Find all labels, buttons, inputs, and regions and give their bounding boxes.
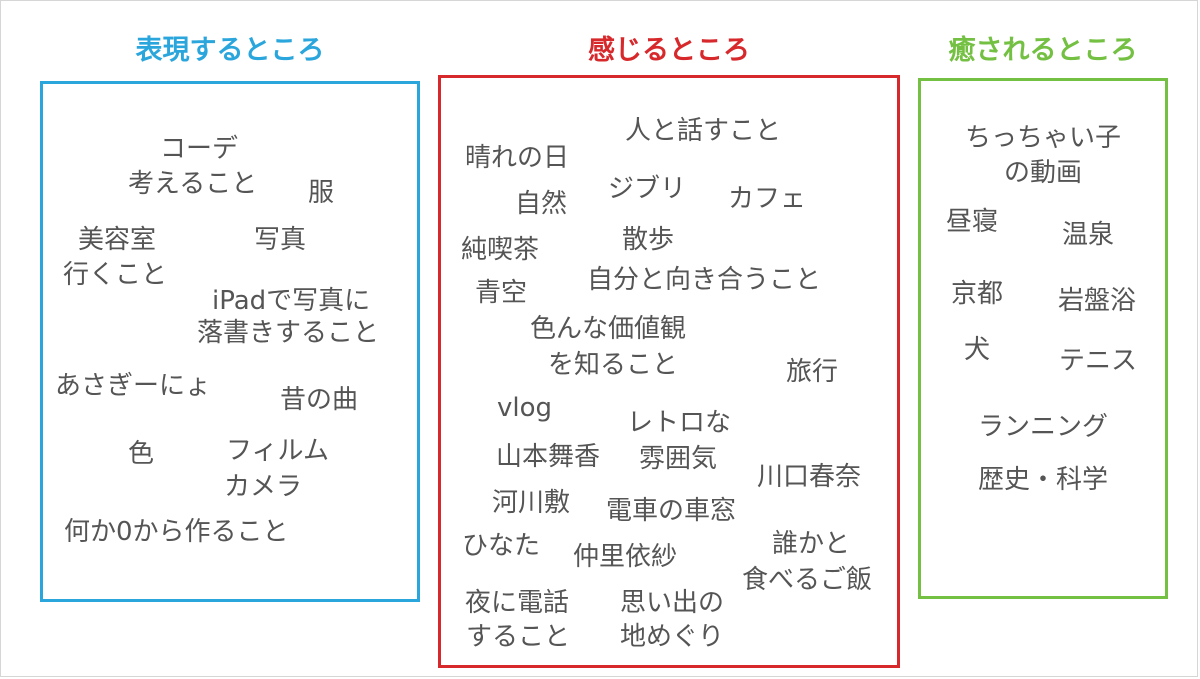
item-mukashi-kyoku: 昔の曲 xyxy=(280,385,359,415)
item-kyoto: 京都 xyxy=(951,279,1004,309)
item-asagi: あさぎーにょ xyxy=(55,371,212,401)
item-vlog: vlog xyxy=(497,393,553,423)
heading-feel: 感じるところ xyxy=(588,35,750,66)
item-no-douga: の動画 xyxy=(1003,158,1082,188)
item-ganbanyoku: 岩盤浴 xyxy=(1058,286,1137,316)
item-kangaerukoto: 考えること xyxy=(128,169,258,199)
item-film: フィルム xyxy=(226,436,329,466)
item-sanpo: 散歩 xyxy=(622,225,675,255)
item-chicchai-ko: ちっちゃい子 xyxy=(964,123,1121,153)
item-kode: コーデ xyxy=(160,134,239,164)
item-jibun: 自分と向き合うこと xyxy=(587,265,822,295)
item-kasenshiki: 河川敷 xyxy=(492,488,571,518)
item-hito-to-hanasu: 人と話すこと xyxy=(625,116,782,146)
item-fuku: 服 xyxy=(308,178,335,208)
item-surukoto: すること xyxy=(466,622,571,652)
item-cafe: カフェ xyxy=(728,184,807,214)
item-densha: 電車の車窓 xyxy=(606,496,737,526)
item-rakugaki: 落書きすること xyxy=(197,318,380,348)
item-chimeguri: 地めぐり xyxy=(620,622,725,652)
item-running: ランニング xyxy=(977,412,1108,442)
item-yamamoto: 山本舞香 xyxy=(496,442,601,472)
item-iro: 色 xyxy=(128,439,155,469)
item-nanika: 何か0から作ること xyxy=(64,517,289,547)
item-fun-iki: 雰囲気 xyxy=(639,444,718,474)
item-ipad-shashin: iPadで写真に xyxy=(212,286,371,316)
item-hare-no-hi: 晴れの日 xyxy=(465,143,570,173)
item-retro-na: レトロな xyxy=(627,408,732,438)
item-kawaguchi: 川口春奈 xyxy=(757,462,862,492)
item-ryokou: 旅行 xyxy=(786,357,839,387)
item-shashin: 写真 xyxy=(254,225,307,255)
item-tennis: テニス xyxy=(1059,346,1138,376)
item-dareka-to: 誰かと xyxy=(772,529,851,559)
box-heal xyxy=(918,78,1168,599)
item-ikukoto: 行くこと xyxy=(63,260,168,290)
item-hinata: ひなた xyxy=(462,531,541,561)
item-rekishi-kagaku: 歴史・科学 xyxy=(977,465,1108,495)
item-shizen: 自然 xyxy=(515,189,568,219)
box-express xyxy=(40,81,420,602)
item-aozora: 青空 xyxy=(475,278,528,308)
item-inu: 犬 xyxy=(964,335,991,365)
item-ironna-kachikan: 色んな価値観 xyxy=(530,314,687,344)
item-camera: カメラ xyxy=(224,472,303,502)
item-onsen: 温泉 xyxy=(1062,220,1115,250)
item-biyoushitsu: 美容室 xyxy=(78,225,157,255)
box-feel xyxy=(438,75,900,668)
item-wo-shirukoto: を知ること xyxy=(548,350,679,380)
heading-heal: 癒されるところ xyxy=(948,35,1138,66)
item-nakazato: 仲里依紗 xyxy=(573,542,678,572)
item-omoide-no: 思い出の xyxy=(620,588,725,618)
item-hirune: 昼寝 xyxy=(946,207,999,237)
item-junkissa: 純喫茶 xyxy=(461,235,540,265)
heading-express: 表現するところ xyxy=(135,35,325,66)
item-ghibli: ジブリ xyxy=(608,174,687,204)
item-taberu-gohan: 食べるご飯 xyxy=(742,565,873,595)
item-yoru-ni-denwa: 夜に電話 xyxy=(465,588,570,618)
